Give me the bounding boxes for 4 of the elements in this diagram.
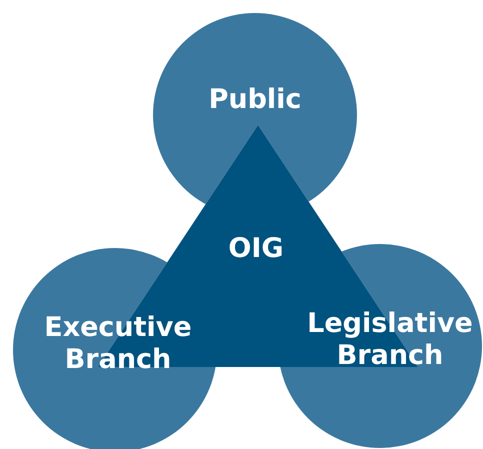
triangle-label: OIG — [227, 233, 285, 265]
circle-label: Legislative Branch — [306, 308, 474, 372]
circle-label: Public — [208, 84, 302, 116]
circle-label: Executive Branch — [43, 312, 193, 376]
